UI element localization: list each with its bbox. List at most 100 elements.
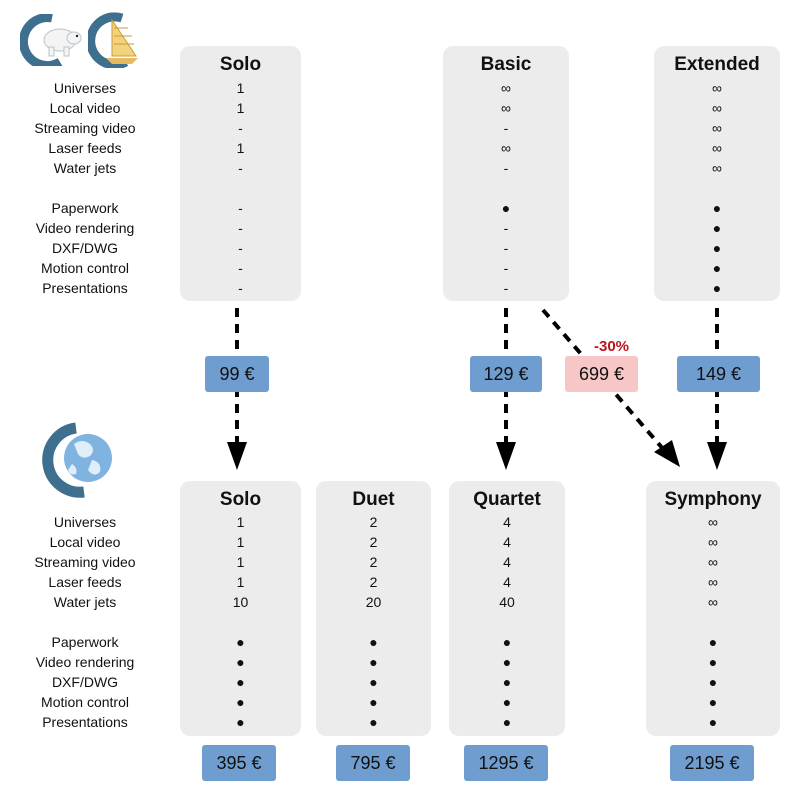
price-solo: 395 € xyxy=(202,745,276,781)
plan-title: Quartet xyxy=(473,489,541,510)
plan-cell: ● xyxy=(708,674,718,690)
price-duet: 795 € xyxy=(336,745,410,781)
plan-cell: 2 xyxy=(369,534,378,550)
plan-cell: ∞ xyxy=(708,554,718,570)
bottom-plan-card-symphony: Symphony ∞ ∞ ∞ ∞ ∞ ● ● ● ● ● xyxy=(646,481,780,736)
plan-cell: ● xyxy=(712,280,722,296)
plan-cell: ● xyxy=(369,714,378,730)
plan-cell: - xyxy=(503,160,509,176)
row-label-local-video: Local video xyxy=(49,100,121,116)
plan-cell: ● xyxy=(712,200,722,216)
plan-cell: - xyxy=(503,260,509,276)
plan-cell: ● xyxy=(502,694,512,710)
row-label-laser-feeds: Laser feeds xyxy=(48,140,122,156)
arrow-head-extended xyxy=(707,442,727,470)
row-label-motion-control: Motion control xyxy=(41,694,129,710)
plan-title: Solo xyxy=(219,489,262,510)
plan-cell: - xyxy=(503,280,509,296)
plan-cell: ∞ xyxy=(501,80,511,96)
plan-cell: ● xyxy=(708,654,718,670)
plan-cell: ● xyxy=(369,674,378,690)
plan-cell: ∞ xyxy=(712,140,722,156)
plan-cell: ● xyxy=(369,634,378,650)
row-label-dxf-dwg: DXF/DWG xyxy=(51,674,119,690)
plan-cell: 4 xyxy=(503,534,511,550)
plan-cell: ● xyxy=(708,634,718,650)
plan-title: Extended xyxy=(674,54,760,75)
plan-cell: 2 xyxy=(369,574,378,590)
plan-cell: 4 xyxy=(503,574,511,590)
row-label-laser-feeds: Laser feeds xyxy=(48,574,122,590)
row-label-video-rendering: Video rendering xyxy=(35,220,135,236)
plan-cell: 1 xyxy=(236,554,245,570)
discount-label: -30% xyxy=(594,338,630,355)
plan-cell: - xyxy=(238,200,243,216)
plan-cell: - xyxy=(503,120,509,136)
plan-cell: ∞ xyxy=(712,100,722,116)
plan-cell: ● xyxy=(502,714,512,730)
bottom-plan-card-solo: Solo 1 1 1 1 10 ● ● ● ● ● xyxy=(180,481,301,736)
plan-cell: 40 xyxy=(499,594,515,610)
plan-title: Duet xyxy=(352,489,395,510)
plan-cell: 1 xyxy=(236,140,245,156)
plan-cell: - xyxy=(503,220,509,236)
plan-cell: ● xyxy=(502,654,512,670)
price-extended-upgrade: 149 € xyxy=(677,356,760,392)
plan-cell: 20 xyxy=(365,594,382,610)
plan-cell: - xyxy=(238,240,243,256)
bottom-plan-card-quartet: Quartet 4 4 4 4 40 ● ● ● ● ● xyxy=(449,481,565,736)
plan-cell: ● xyxy=(369,694,378,710)
row-label-presentations: Presentations xyxy=(42,280,128,296)
sailboat-logo-icon xyxy=(88,12,138,68)
plan-cell: ∞ xyxy=(708,594,718,610)
plan-cell: ● xyxy=(236,674,245,690)
plan-cell: 4 xyxy=(503,554,511,570)
plan-cell: ∞ xyxy=(712,80,722,96)
plan-cell: - xyxy=(238,120,243,136)
row-label-motion-control: Motion control xyxy=(41,260,129,276)
plan-cell: 1 xyxy=(236,514,245,530)
plan-cell: ● xyxy=(708,694,718,710)
plan-cell: ● xyxy=(236,654,245,670)
plan-cell: ● xyxy=(369,654,378,670)
plan-cell: ● xyxy=(236,634,245,650)
plan-cell: 1 xyxy=(236,80,245,96)
arrow-head-solo xyxy=(227,442,247,470)
plan-cell: 10 xyxy=(232,594,249,610)
row-label-dxf-dwg: DXF/DWG xyxy=(51,240,119,256)
plan-cell: 2 xyxy=(369,514,378,530)
plan-cell: 2 xyxy=(369,554,378,570)
plan-cell: ∞ xyxy=(708,574,718,590)
plan-cell: 1 xyxy=(236,574,245,590)
plan-cell: ∞ xyxy=(501,100,511,116)
top-row-labels: Universes Local video Streaming video La… xyxy=(0,78,170,298)
arrow-head-basic-to-symphony xyxy=(654,440,680,467)
plan-cell: ∞ xyxy=(712,160,722,176)
row-label-video-rendering: Video rendering xyxy=(35,654,135,670)
row-label-water-jets: Water jets xyxy=(53,594,117,610)
price-solo-upgrade: 99 € xyxy=(205,356,269,392)
row-label-universes: Universes xyxy=(53,514,117,530)
plan-title: Solo xyxy=(219,54,262,75)
row-label-universes: Universes xyxy=(53,80,117,96)
row-label-water-jets: Water jets xyxy=(53,160,117,176)
top-plan-card-solo: Solo 1 1 - 1 - - - - - - xyxy=(180,46,301,301)
plan-cell: ∞ xyxy=(712,120,722,136)
row-label-presentations: Presentations xyxy=(42,714,128,730)
price-basic-to-symphony: 699 € xyxy=(565,356,638,392)
price-symphony: 2195 € xyxy=(670,745,754,781)
plan-title: Basic xyxy=(480,54,532,75)
plan-title: Symphony xyxy=(664,489,762,510)
polar-bear-logo-icon xyxy=(20,14,82,66)
plan-cell: ● xyxy=(502,674,512,690)
plan-cell: ∞ xyxy=(708,534,718,550)
plan-cell: ● xyxy=(236,714,245,730)
plan-cell: ● xyxy=(712,220,722,236)
plan-cell: ∞ xyxy=(708,514,718,530)
row-label-streaming-video: Streaming video xyxy=(34,120,136,136)
plan-cell: ● xyxy=(708,714,718,730)
row-label-paperwork: Paperwork xyxy=(51,634,119,650)
top-plan-card-basic: Basic ∞ ∞ - ∞ - ● - - - - xyxy=(443,46,569,301)
top-plan-card-extended: Extended ∞ ∞ ∞ ∞ ∞ ● ● ● ● ● xyxy=(654,46,780,301)
